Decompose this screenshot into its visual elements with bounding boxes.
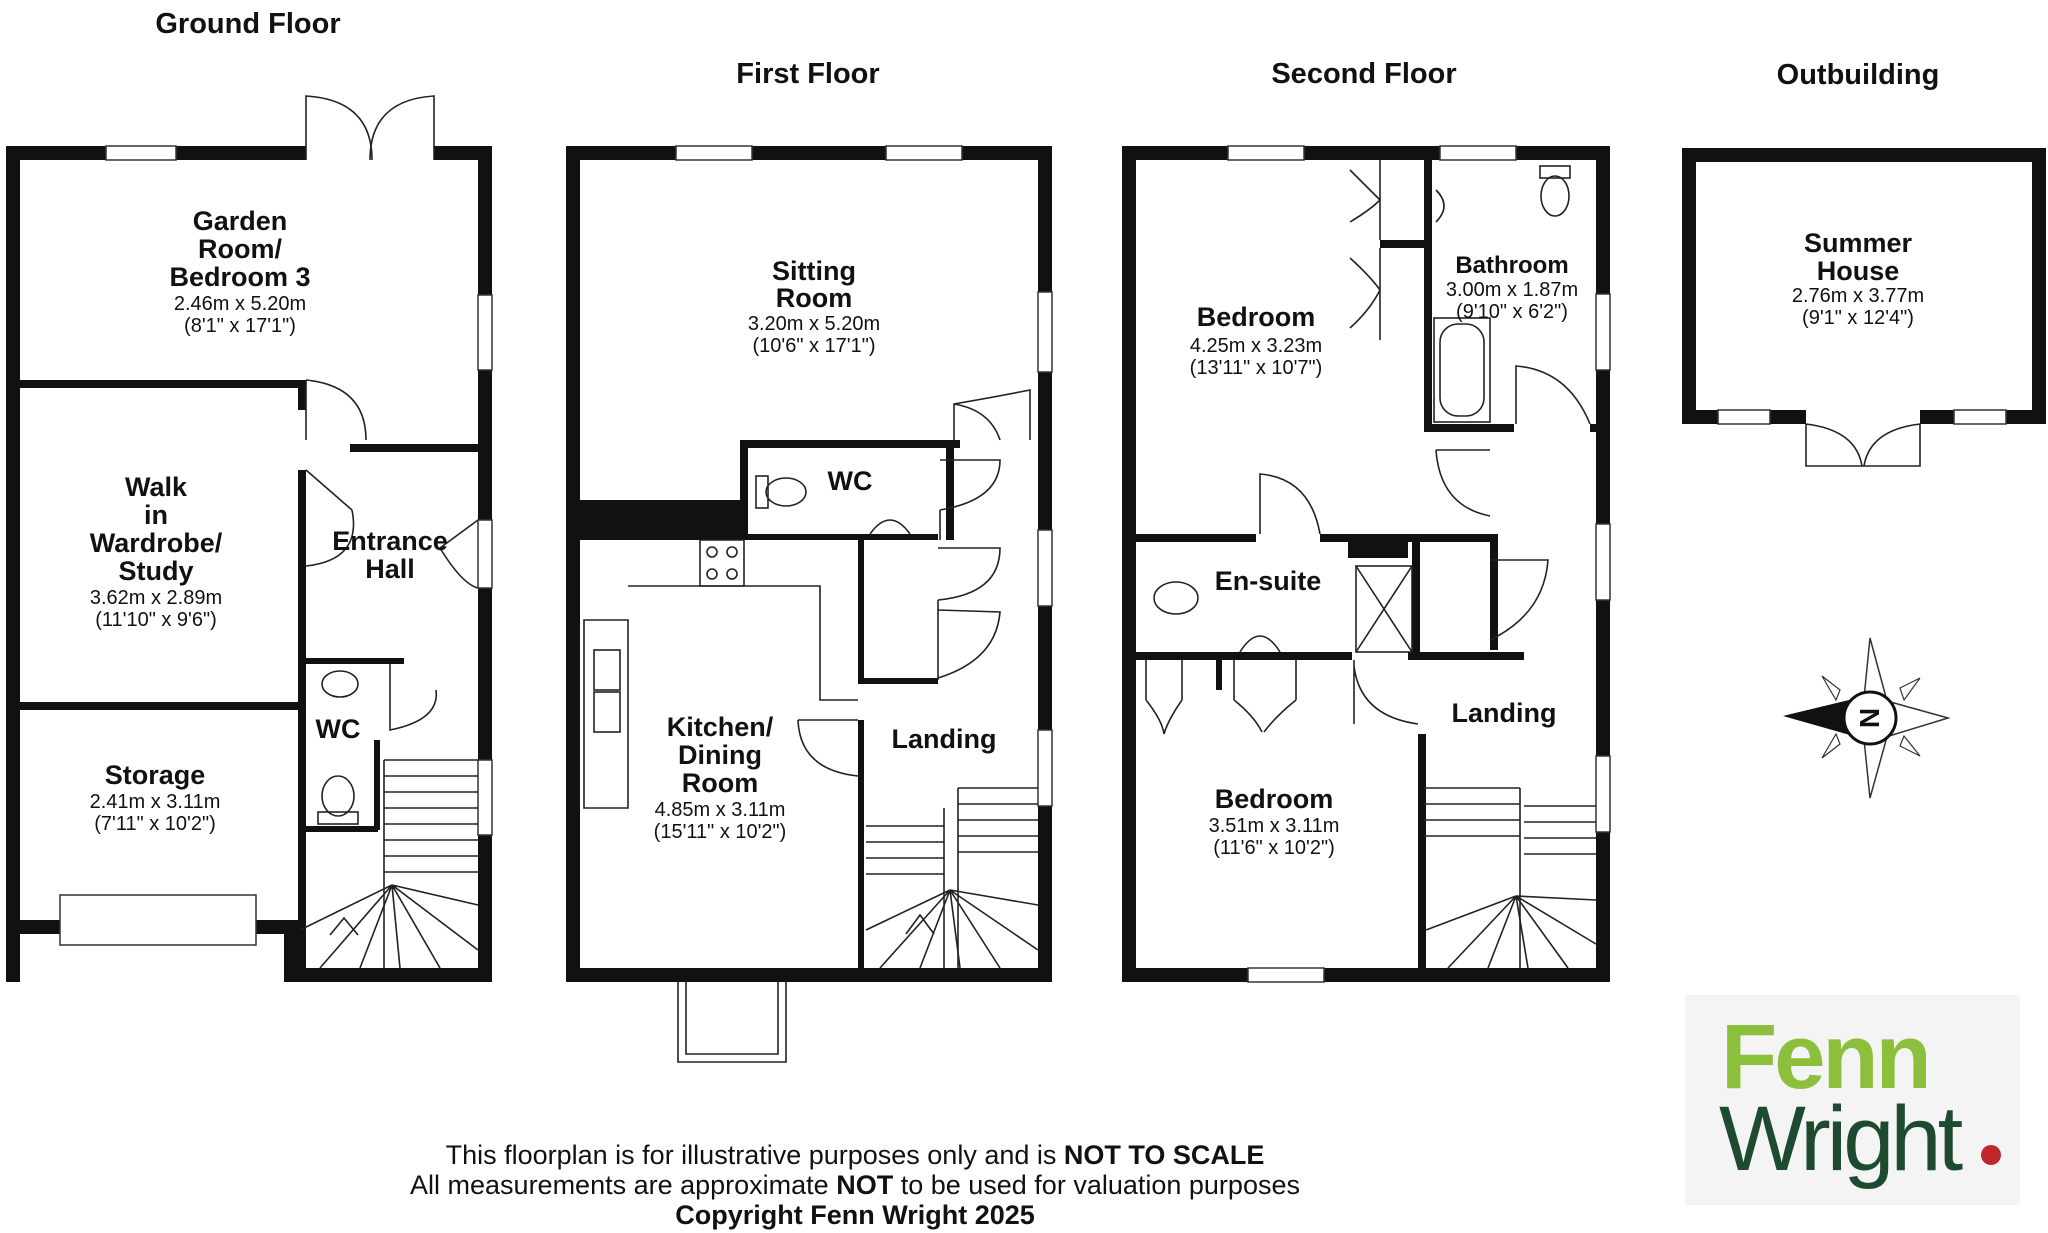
storage-metric: 2.41m x 3.11m — [90, 791, 221, 813]
entrance-hall-label: Entrance Hall — [332, 526, 448, 584]
ensuite-label: En-suite — [1215, 566, 1322, 596]
walk-in-imperial: (11'10" x 9'6") — [95, 609, 217, 631]
walk-in-name-3: Wardrobe/ — [90, 528, 223, 558]
bathroom-metric: 3.00m x 1.87m — [1446, 279, 1578, 301]
first-floor-plan — [566, 145, 1053, 1063]
first-floor-title: First Floor — [736, 58, 879, 90]
kitchen-name-3: Room — [682, 768, 759, 798]
storage-name: Storage — [105, 760, 206, 790]
ground-floor-plan — [6, 95, 493, 982]
logo-line-2: Wright — [1719, 1088, 1963, 1190]
disclaimer-not-to-scale: NOT TO SCALE — [1063, 1140, 1265, 1170]
disclaimer-line-1: This floorplan is for illustrative purpo… — [300, 1140, 1410, 1170]
second-floor-title: Second Floor — [1271, 58, 1456, 90]
entrance-hall-name-1: Entrance — [332, 526, 448, 556]
sitting-room-metric: 3.20m x 5.20m — [748, 313, 880, 335]
outbuilding-title: Outbuilding — [1777, 59, 1940, 91]
disclaimer-line-3: Copyright Fenn Wright 2025 — [300, 1200, 1410, 1230]
bedroom-2-name: Bedroom — [1215, 784, 1334, 814]
storage-label: Storage 2.41m x 3.11m (7'11" x 10'2") — [90, 760, 221, 835]
garden-room-name-3: Bedroom 3 — [169, 262, 310, 292]
garden-room-name-1: Garden — [193, 206, 288, 236]
compass-n-label: N — [1854, 708, 1885, 728]
copyright-text: Copyright Fenn Wright 2025 — [675, 1200, 1035, 1230]
bathroom-name: Bathroom — [1455, 252, 1568, 279]
fenn-wright-logo: Fenn Wright — [1685, 995, 2020, 1205]
summer-house-imperial: (9'1" x 12'4") — [1802, 307, 1914, 329]
logo-line-1: Fenn — [1721, 1006, 1932, 1108]
walk-in-name-1: Walk — [125, 472, 188, 502]
wc-first-label: WC — [828, 466, 873, 496]
summer-house-metric: 2.76m x 3.77m — [1792, 285, 1924, 307]
bedroom-2-label: Bedroom 3.51m x 3.11m (11'6" x 10'2") — [1209, 784, 1340, 859]
summer-house-name-1: Summer — [1804, 228, 1913, 258]
bedroom-main-imperial: (13'11" x 10'7") — [1190, 357, 1323, 379]
disclaimer-line-2-text-c: to be used for valuation purposes — [893, 1170, 1300, 1200]
summer-house-name-2: House — [1817, 256, 1900, 286]
bathroom-imperial: (9'10" x 6'2") — [1456, 301, 1568, 323]
storage-imperial: (7'11" x 10'2") — [94, 813, 216, 835]
kitchen-name-1: Kitchen/ — [667, 712, 774, 742]
walk-in-name-2: in — [144, 500, 168, 530]
sitting-room-name-1: Sitting — [772, 256, 856, 286]
disclaimer-line-2: All measurements are approximate NOT to … — [300, 1170, 1410, 1200]
garden-room-imperial: (8'1" x 17'1") — [184, 315, 296, 337]
garden-room-label: Garden Room/ Bedroom 3 2.46m x 5.20m (8'… — [169, 206, 310, 337]
walk-in-metric: 3.62m x 2.89m — [90, 587, 222, 609]
kitchen-metric: 4.85m x 3.11m — [655, 799, 786, 821]
bedroom-main-label: Bedroom 4.25m x 3.23m (13'11" x 10'7") — [1190, 302, 1323, 379]
outbuilding-plan — [1682, 148, 2046, 467]
garden-room-metric: 2.46m x 5.20m — [174, 293, 306, 315]
sitting-room-name-2: Room — [776, 283, 853, 313]
summer-house-label: Summer House 2.76m x 3.77m (9'1" x 12'4"… — [1792, 228, 1924, 329]
kitchen-name-2: Dining — [678, 740, 762, 770]
garden-room-name-2: Room/ — [198, 234, 282, 264]
sitting-room-imperial: (10'6" x 17'1") — [752, 335, 875, 357]
compass-icon: N — [1783, 637, 1951, 799]
disclaimer-line-1-text: This floorplan is for illustrative purpo… — [445, 1140, 1064, 1170]
logo-dot-icon — [1981, 1145, 2001, 1165]
bedroom-2-metric: 3.51m x 3.11m — [1209, 815, 1340, 837]
second-floor-plan — [1122, 145, 1611, 983]
bathroom-label: Bathroom 3.00m x 1.87m (9'10" x 6'2") — [1446, 252, 1578, 323]
bedroom-main-metric: 4.25m x 3.23m — [1190, 335, 1322, 357]
bedroom-2-imperial: (11'6" x 10'2") — [1213, 837, 1335, 859]
walk-in-label: Walk in Wardrobe/ Study 3.62m x 2.89m (1… — [90, 472, 223, 631]
bedroom-main-name: Bedroom — [1197, 302, 1316, 332]
entrance-hall-name-2: Hall — [365, 554, 415, 584]
landing-second-label: Landing — [1452, 698, 1557, 728]
kitchen-imperial: (15'11" x 10'2") — [654, 821, 787, 843]
kitchen-label: Kitchen/ Dining Room 4.85m x 3.11m (15'1… — [654, 712, 787, 843]
walk-in-name-4: Study — [118, 556, 193, 586]
disclaimer-not: NOT — [836, 1170, 894, 1200]
sitting-room-label: Sitting Room 3.20m x 5.20m (10'6" x 17'1… — [748, 256, 880, 357]
wc-ground-label: WC — [316, 714, 361, 744]
disclaimer: This floorplan is for illustrative purpo… — [300, 1140, 1410, 1230]
landing-first-label: Landing — [892, 724, 997, 754]
disclaimer-line-2-text-a: All measurements are approximate — [410, 1170, 837, 1200]
ground-floor-title: Ground Floor — [155, 8, 340, 40]
